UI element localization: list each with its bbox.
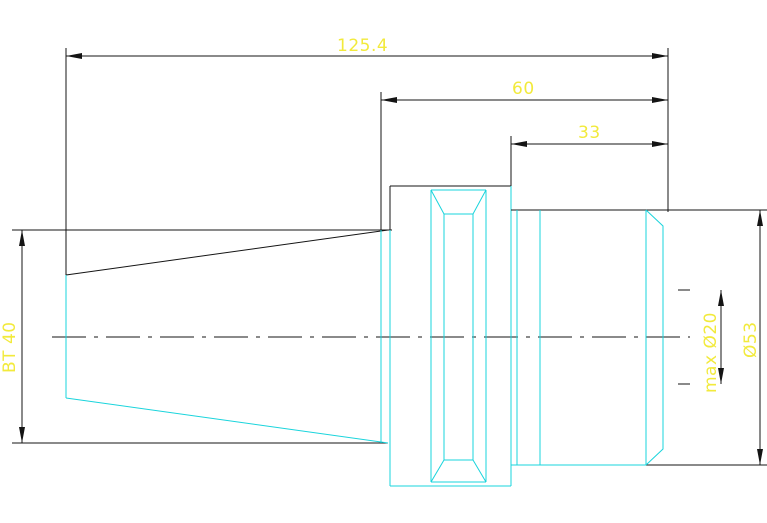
nose [511, 209, 664, 466]
outer-diameter-dimension: Ø53 [741, 321, 761, 358]
taper-shank [65, 229, 389, 444]
nose-length-dimension: 33 [578, 123, 601, 143]
extension-lines [12, 48, 767, 466]
flange-length-dimension: 60 [512, 79, 535, 99]
bore-diameter-dimension: max Ø20 [701, 312, 721, 393]
taper-size-dimension: BT 40 [0, 321, 20, 373]
flange [389, 185, 512, 487]
overall-length-dimension: 125.4 [337, 36, 388, 56]
dimension-lines [19, 53, 763, 465]
